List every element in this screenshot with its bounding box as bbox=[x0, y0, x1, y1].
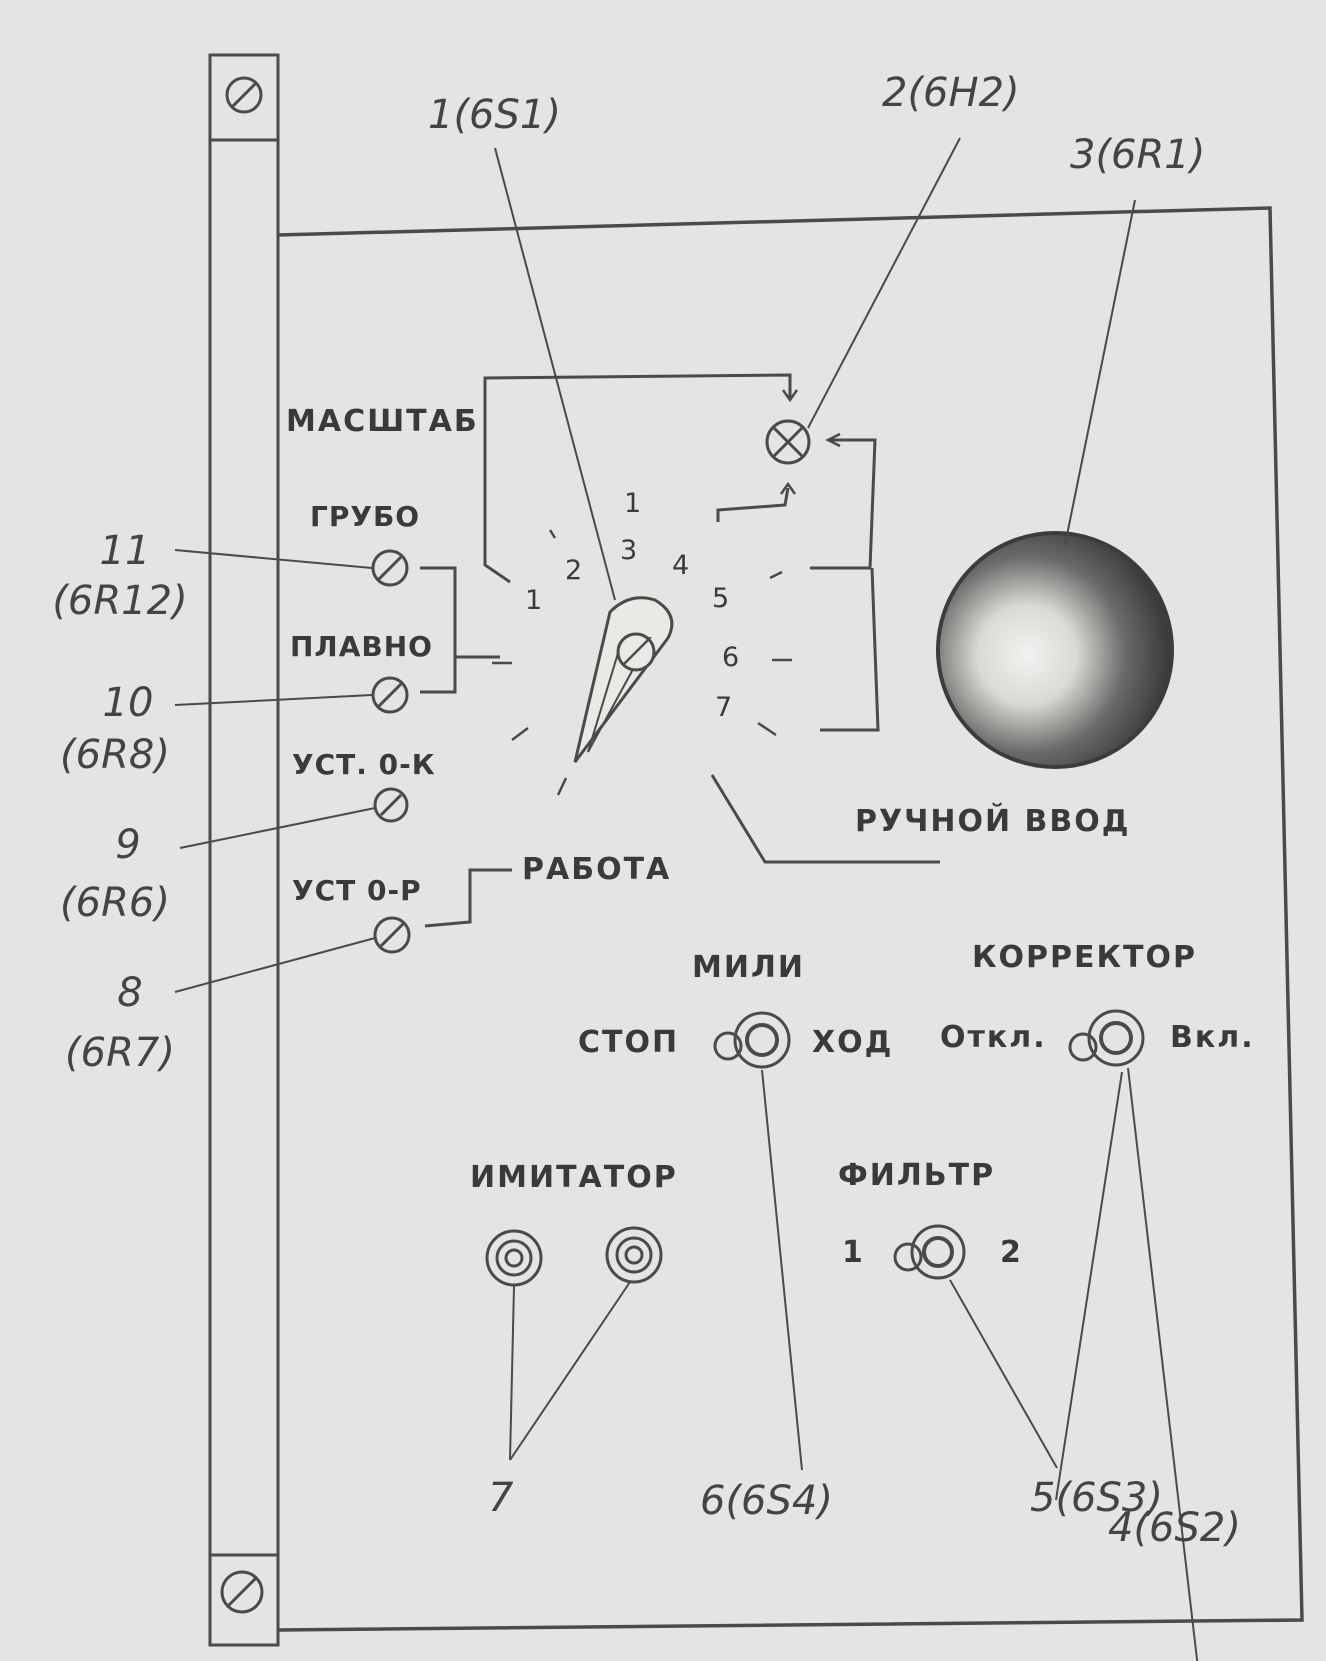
imitator-jack-right[interactable] bbox=[605, 1226, 663, 1284]
switch-position-ticks bbox=[492, 529, 792, 796]
fine-pot-icon[interactable] bbox=[371, 676, 409, 714]
stop-label: СТОП bbox=[578, 1025, 680, 1060]
coarse-pot-icon[interactable] bbox=[371, 549, 409, 587]
callout-11-code: (6R12) bbox=[52, 578, 188, 624]
switch-position-number: 2 bbox=[565, 555, 583, 586]
panel-outline bbox=[277, 206, 1304, 1632]
switch-position-number: 7 bbox=[715, 692, 733, 723]
filter-position-1: 1 bbox=[842, 1235, 865, 1270]
callout-9-number: 9 bbox=[115, 822, 141, 868]
manual-input-knob[interactable] bbox=[936, 531, 1174, 769]
coarse-label: ГРУБО bbox=[310, 500, 421, 533]
work-label: РАБОТА bbox=[522, 852, 672, 887]
corrector-label: КОРРЕКТОР bbox=[972, 940, 1197, 975]
miles-toggle-switch[interactable] bbox=[713, 1011, 791, 1069]
callout-9-code: (6R6) bbox=[60, 880, 170, 926]
rail-screw-bottom-icon bbox=[220, 1570, 264, 1614]
zero-k-label: УСТ. 0-К bbox=[292, 748, 436, 781]
switch-position-number: 1 bbox=[525, 585, 543, 616]
off-label: Откл. bbox=[940, 1020, 1047, 1055]
run-label: ХОД bbox=[812, 1025, 894, 1060]
switch-position-number: 3 bbox=[620, 535, 638, 566]
callout-10-code: (6R8) bbox=[60, 732, 170, 778]
callout-5: 5(6S3) bbox=[1030, 1475, 1163, 1521]
rotary-switch-knob[interactable] bbox=[573, 596, 674, 763]
callout-leaders bbox=[174, 137, 1199, 1661]
rail-screw-top-icon bbox=[225, 76, 263, 114]
callout-8-code: (6R7) bbox=[65, 1030, 175, 1076]
zero-k-pot-icon[interactable] bbox=[373, 787, 409, 823]
indicator-lamp-icon bbox=[765, 419, 811, 465]
zero-r-pot-icon[interactable] bbox=[373, 916, 411, 954]
callout-3: 3(6R1) bbox=[1070, 132, 1206, 178]
callout-11-number: 11 bbox=[99, 528, 151, 574]
scale-label: МАСШТАБ bbox=[286, 404, 479, 439]
callout-4: 4(6S2) bbox=[1108, 1505, 1241, 1551]
callout-8-number: 8 bbox=[117, 970, 143, 1016]
manual-input-label: РУЧНОЙ ВВОД bbox=[855, 804, 1131, 839]
filter-toggle-switch[interactable] bbox=[893, 1224, 966, 1280]
filter-label: ФИЛЬТР bbox=[838, 1158, 996, 1193]
switch-position-number: 5 bbox=[712, 583, 730, 614]
callout-10-number: 10 bbox=[102, 680, 154, 726]
miles-label: МИЛИ bbox=[692, 950, 805, 985]
zero-r-label: УСТ 0-Р bbox=[292, 874, 422, 907]
switch-position-number: 6 bbox=[722, 642, 740, 673]
callout-6: 6(6S4) bbox=[700, 1478, 833, 1524]
callout-1: 1(6S1) bbox=[428, 92, 561, 138]
filter-position-2: 2 bbox=[1000, 1235, 1023, 1270]
on-label: Вкл. bbox=[1170, 1020, 1255, 1055]
corrector-toggle-switch[interactable] bbox=[1068, 1009, 1145, 1067]
switch-position-number: 4 bbox=[672, 550, 690, 581]
scale-bracket bbox=[483, 373, 792, 584]
switch-position-number: 1 bbox=[624, 488, 642, 519]
mounting-rail bbox=[208, 53, 280, 1647]
callout-2: 2(6H2) bbox=[882, 70, 1020, 116]
fine-label: ПЛАВНО bbox=[290, 630, 433, 663]
imitator-label: ИМИТАТОР bbox=[470, 1160, 678, 1195]
callout-7: 7 bbox=[488, 1475, 514, 1521]
imitator-jack-left[interactable] bbox=[485, 1229, 543, 1287]
